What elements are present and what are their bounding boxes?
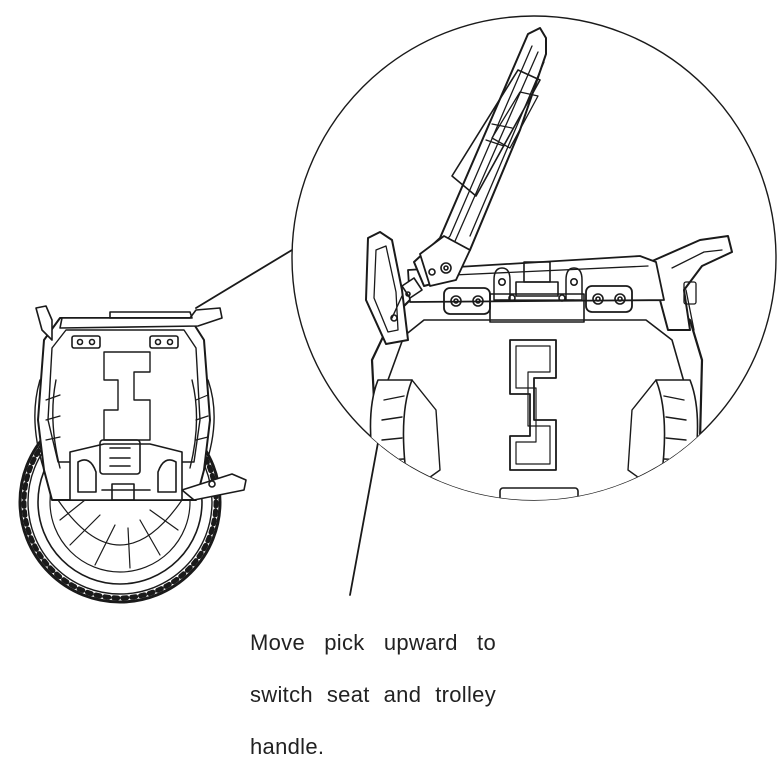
- caption-line-2: switch seat and trolley: [250, 682, 496, 707]
- caption-line-1: Move pick upward to: [250, 630, 496, 655]
- raised-seat: [414, 28, 546, 286]
- pick-lever: [391, 278, 422, 321]
- pedal-bracket: [70, 440, 246, 500]
- magnified-detail: [292, 16, 776, 520]
- top-handle: [36, 306, 222, 348]
- caption-line-3: handle.: [250, 734, 325, 759]
- unicycle-overview: [20, 306, 246, 602]
